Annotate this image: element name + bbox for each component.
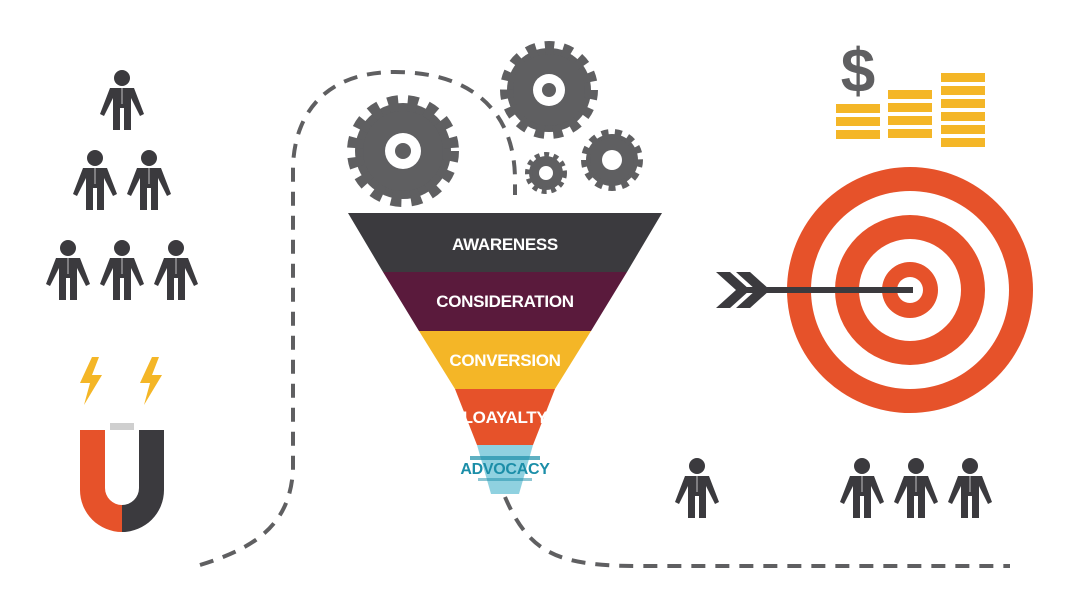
lightning-icon: [80, 357, 102, 405]
gear-icon-small: [525, 152, 567, 194]
gear-icon-medium: [581, 129, 643, 191]
sales-funnel: AWARENESS CONSIDERATION CONVERSION LOAYA…: [348, 213, 662, 494]
funnel-label-conversion: CONVERSION: [449, 351, 560, 370]
arrow-icon: [716, 272, 913, 308]
funnel-label-loyalty: LOAYALTY: [463, 408, 549, 427]
funnel-stage-consideration: [383, 272, 627, 331]
funnel-stage-awareness: [348, 213, 662, 272]
funnel-stage-loyalty: [455, 389, 555, 445]
lightning-icon: [140, 357, 162, 405]
funnel-label-awareness: AWARENESS: [452, 235, 558, 254]
funnel-label-advocacy: ADVOCACY: [460, 461, 550, 478]
people-group-icon: [675, 458, 992, 518]
funnel-label-consideration: CONSIDERATION: [436, 292, 573, 311]
journey-dashed-path-bottom: [503, 496, 1010, 568]
people-pyramid-icon: [46, 70, 198, 300]
gear-icon-large-left: [347, 95, 459, 207]
funnel-stage-conversion: [419, 331, 591, 389]
dollar-icon: $: [841, 37, 875, 106]
journey-dashed-path: [199, 69, 517, 567]
coin-stack-icon: [836, 73, 985, 147]
gear-icon-large-top: [500, 41, 598, 139]
magnet-icon: [80, 357, 164, 532]
